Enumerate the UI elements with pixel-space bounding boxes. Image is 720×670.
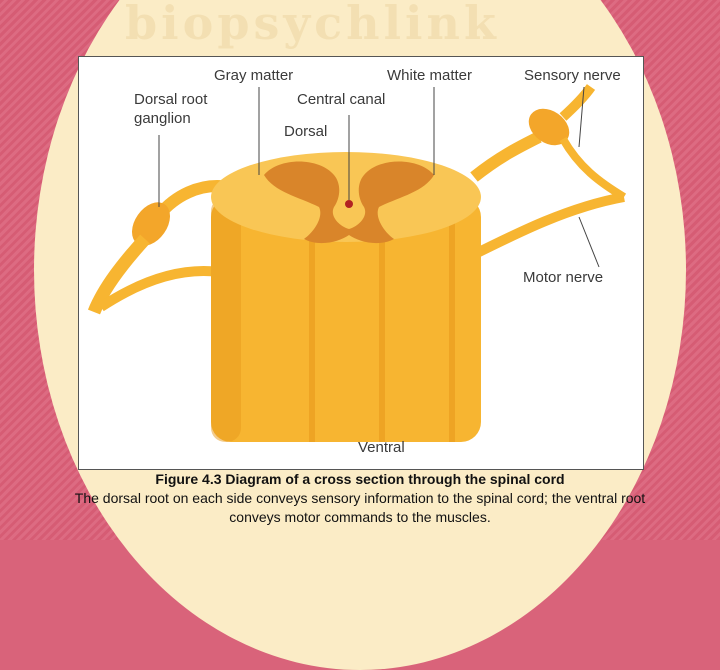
figure-caption-text: The dorsal root on each side conveys sen… bbox=[74, 490, 646, 525]
gray-matter-label: Gray matter bbox=[214, 67, 294, 84]
gray-matter bbox=[264, 161, 434, 244]
spinal-cord-diagram bbox=[87, 84, 627, 442]
left-ventral-root bbox=[98, 266, 220, 312]
white-matter-label: White matter bbox=[387, 67, 473, 84]
dorsal-root-ganglion-label-line1: Dorsal root bbox=[134, 91, 208, 108]
sensory-nerve-label: Sensory nerve bbox=[524, 67, 621, 84]
sensory-nerve bbox=[559, 84, 596, 121]
figure-caption-title: Figure 4.3 Diagram of a cross section th… bbox=[155, 471, 565, 487]
dorsal-root-ganglion bbox=[131, 202, 171, 246]
motor-nerve bbox=[466, 192, 625, 262]
watermark: biopsychlink bbox=[125, 0, 500, 50]
spinal-cord-column bbox=[211, 197, 481, 442]
nerve-join bbox=[559, 136, 627, 201]
ventral-label: Ventral bbox=[358, 439, 405, 456]
central-canal bbox=[345, 200, 353, 208]
dorsal-label: Dorsal bbox=[284, 123, 328, 140]
central-canal-label: Central canal bbox=[297, 91, 386, 108]
figure-panel: Gray matter White matter Sensory nerve D… bbox=[78, 56, 644, 470]
left-nerve bbox=[87, 234, 150, 315]
motor-nerve-label: Motor nerve bbox=[523, 269, 604, 286]
right-dorsal-root bbox=[470, 131, 542, 182]
right-ganglion bbox=[528, 108, 570, 146]
dorsal-root-ganglion-label-line2: ganglion bbox=[134, 110, 191, 127]
